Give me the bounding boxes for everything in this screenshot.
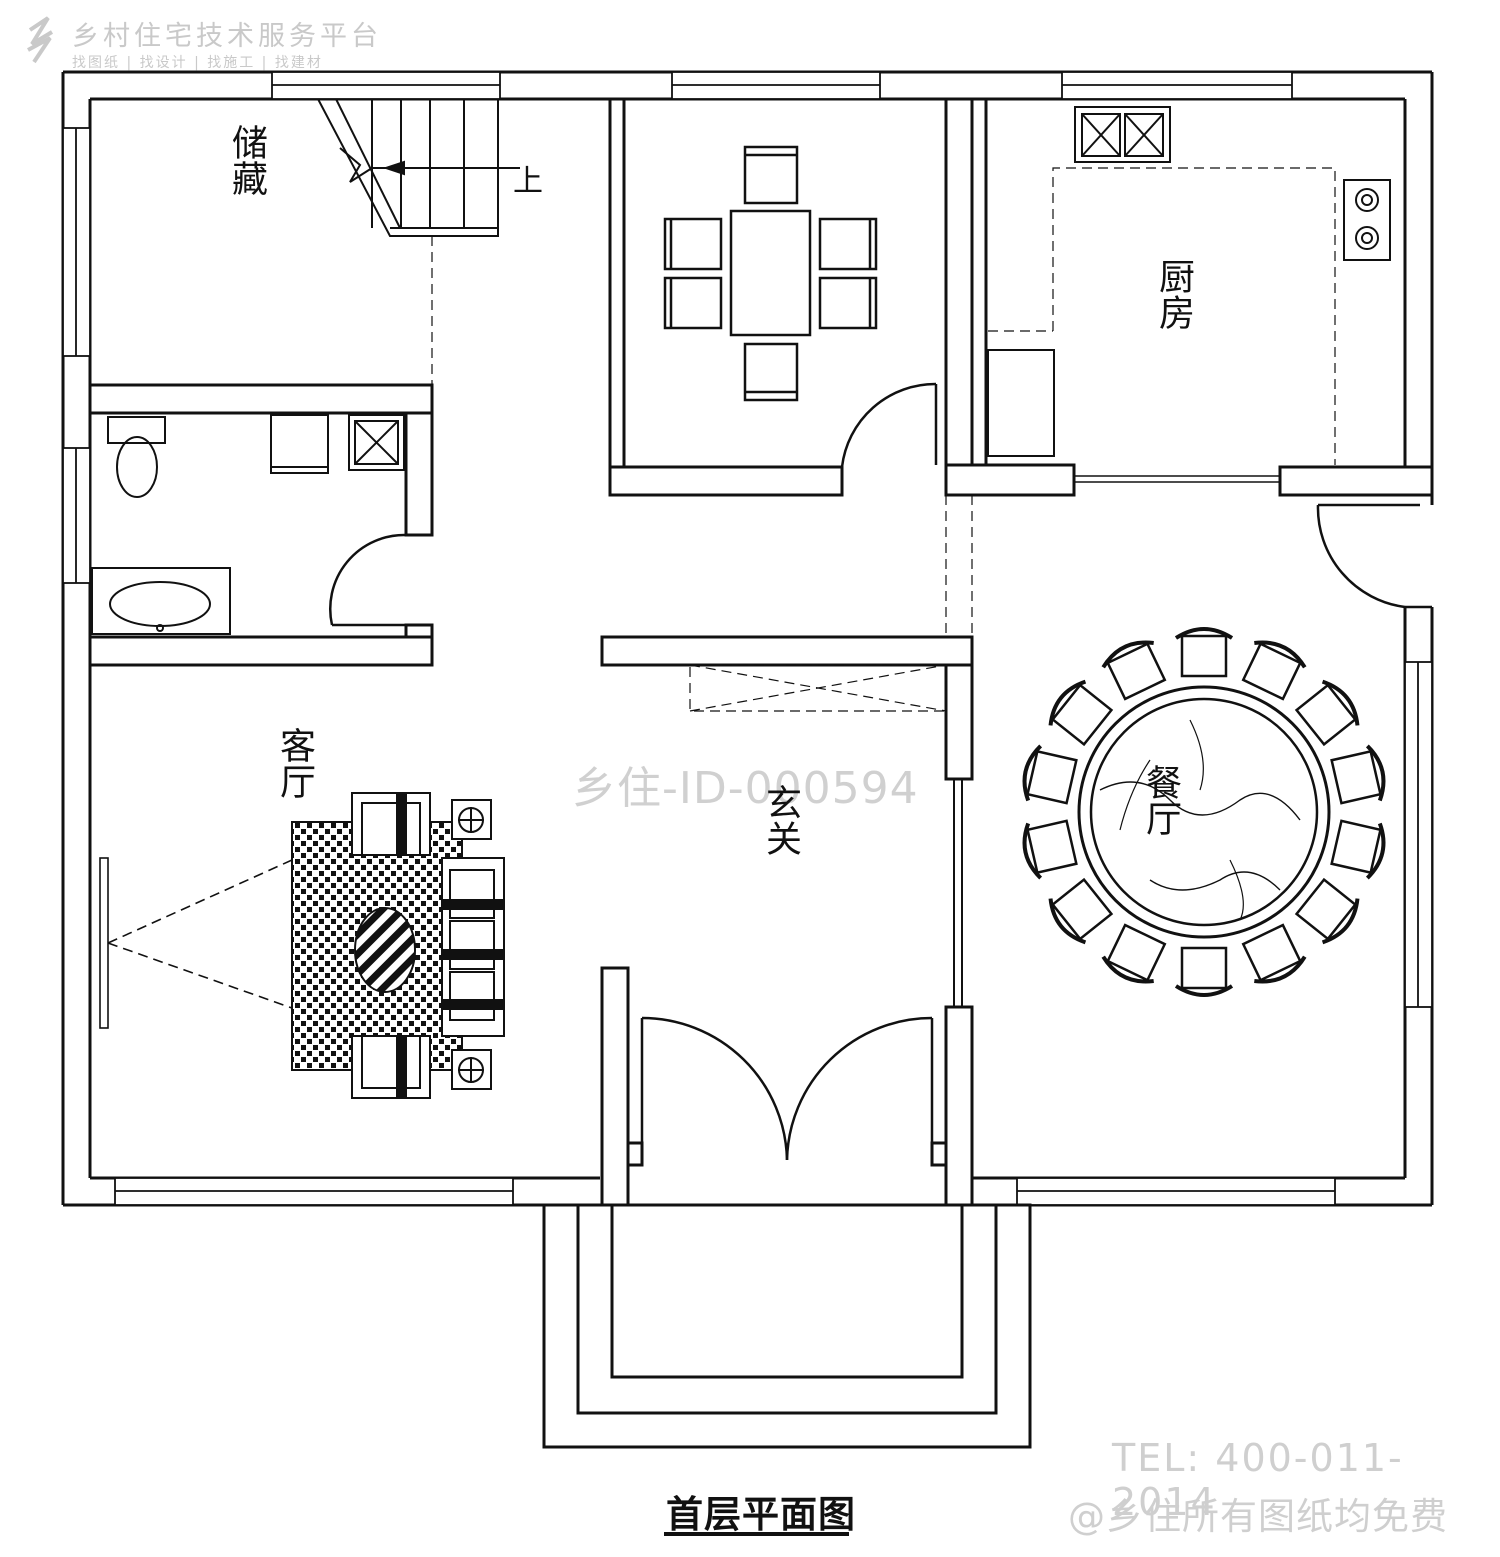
round-table-chair bbox=[1174, 627, 1234, 678]
round-table-chair bbox=[1330, 744, 1386, 805]
round-table-chair bbox=[1241, 640, 1307, 701]
front-double-door bbox=[640, 1016, 934, 1161]
round-table-chair bbox=[1101, 923, 1167, 984]
tv-cabinet bbox=[99, 857, 293, 1029]
kitchen-sliding-door bbox=[1074, 475, 1280, 483]
watermark-tel: TEL: 400-011-2014 bbox=[1112, 1436, 1404, 1524]
room-label-storage: 储藏 bbox=[226, 124, 267, 196]
caption-underline bbox=[664, 1532, 849, 1536]
room-label-dining: 餐厅 bbox=[1140, 764, 1181, 836]
round-table-chair bbox=[1241, 923, 1307, 984]
round-table-chair bbox=[1022, 819, 1078, 880]
dining-room-door bbox=[840, 382, 938, 468]
watermark-tagline: 找图纸 | 找设计 | 找施工 | 找建材 bbox=[72, 55, 323, 71]
room-label-living: 客厅 bbox=[274, 727, 315, 799]
round-table-chair bbox=[1048, 679, 1114, 747]
watermark-brand: 乡村住宅技术服务平台 bbox=[72, 21, 382, 52]
round-table-chair bbox=[1174, 946, 1234, 997]
room-label-kitchen: 厨房 bbox=[1153, 258, 1194, 330]
round-table-chair bbox=[1294, 877, 1360, 945]
room-label-foyer: 玄关 bbox=[760, 784, 801, 856]
interior-walls bbox=[88, 97, 1434, 1449]
stair-direction-label: 上 bbox=[513, 164, 543, 199]
round-table-chair bbox=[1330, 819, 1386, 880]
square-dining-table bbox=[663, 145, 878, 402]
round-table-chair bbox=[1101, 640, 1167, 701]
watermark-free-note: @乡住所有图纸均免费 bbox=[1068, 1495, 1448, 1538]
windows bbox=[62, 71, 1433, 1206]
kitchen-fixtures bbox=[987, 106, 1391, 457]
round-table-chair bbox=[1294, 679, 1360, 747]
side-entry-door bbox=[1316, 503, 1432, 609]
xiangzhu-logo-icon bbox=[27, 16, 54, 64]
round-dining-table bbox=[1022, 627, 1386, 997]
plan-caption: 首层平面图 bbox=[666, 1492, 856, 1536]
shoe-cabinet bbox=[689, 664, 947, 712]
round-table-chair bbox=[1022, 744, 1078, 805]
glass-partition bbox=[953, 779, 963, 1007]
watermark-plan-id: 乡住-ID-000594 bbox=[572, 763, 919, 814]
round-table-chair bbox=[1048, 877, 1114, 945]
staircase bbox=[317, 98, 520, 237]
bathroom-door bbox=[329, 533, 407, 627]
bathroom-fixtures bbox=[91, 414, 405, 635]
living-room-furniture bbox=[291, 792, 505, 1099]
